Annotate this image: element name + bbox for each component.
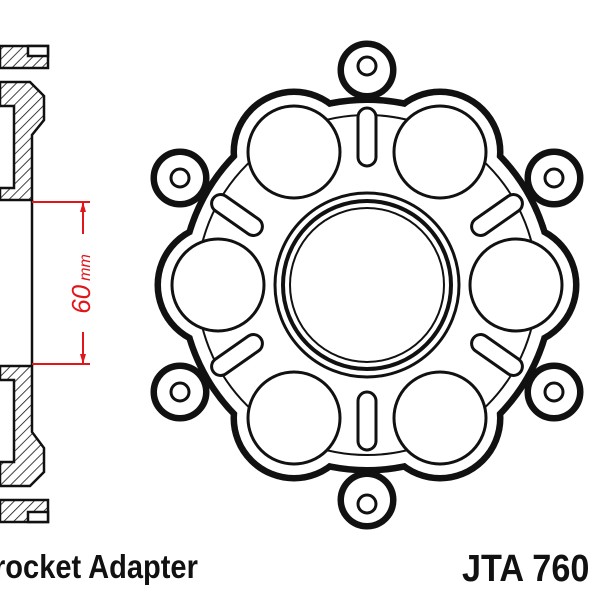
lightening-holes bbox=[170, 104, 564, 466]
cross-section-bottom bbox=[0, 364, 50, 524]
slots bbox=[210, 106, 524, 452]
cross-section-view bbox=[0, 44, 50, 524]
dimension-label: 60mm bbox=[66, 254, 96, 314]
bolt-holes bbox=[169, 55, 565, 515]
arrow-down-icon bbox=[80, 354, 86, 364]
product-name-caption: rocket Adapter bbox=[0, 548, 198, 585]
part-number-caption: JTA 760 bbox=[462, 548, 590, 590]
adapter-front-view bbox=[150, 40, 584, 530]
arrow-up-icon bbox=[80, 202, 86, 212]
dimension-60mm bbox=[32, 201, 90, 365]
cross-section-top bbox=[0, 44, 50, 202]
center-bore bbox=[273, 191, 461, 379]
